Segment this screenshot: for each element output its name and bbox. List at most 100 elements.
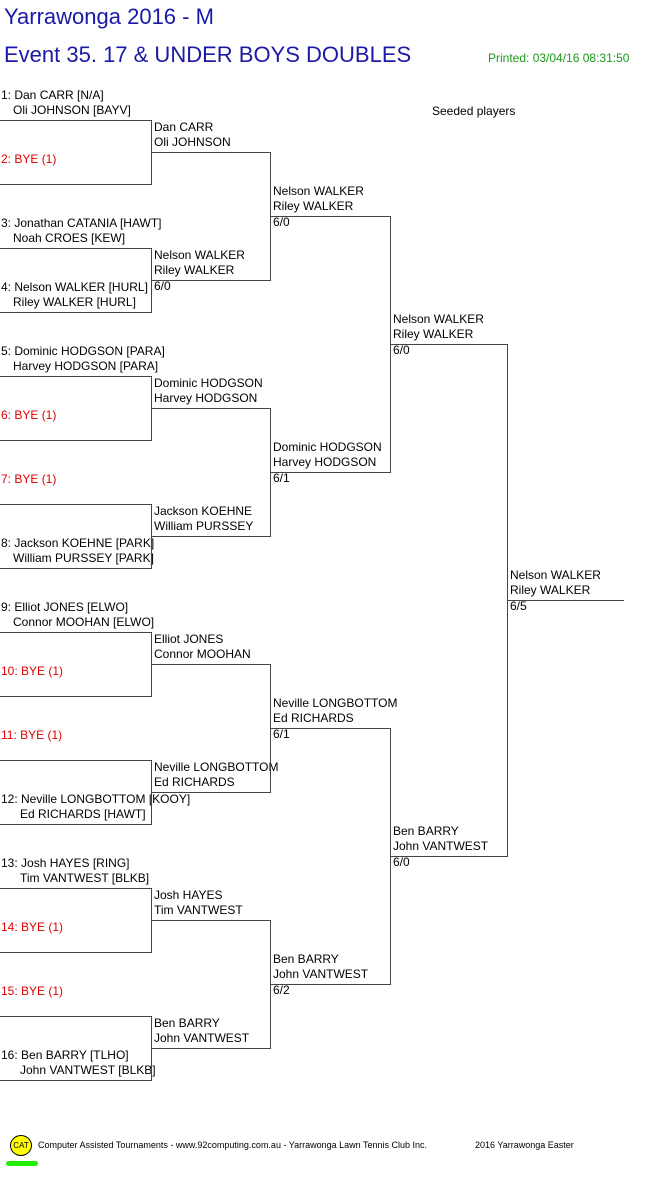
entry-line2: Riley WALKER [HURL] bbox=[13, 295, 136, 309]
entry-line2: Oli JOHNSON [BAYV] bbox=[13, 103, 131, 117]
draw-line bbox=[0, 184, 152, 185]
entry-line1: 10: BYE (1) bbox=[1, 664, 64, 678]
winner-player2: Harvey HODGSON bbox=[154, 391, 258, 405]
draw-line bbox=[270, 216, 391, 217]
event-title: Event 35. 17 & UNDER BOYS DOUBLES bbox=[4, 42, 412, 67]
draw-line bbox=[270, 984, 391, 985]
winner-player2: Riley WALKER bbox=[510, 583, 591, 597]
draw-line bbox=[0, 824, 152, 825]
tournament-title: Yarrawonga 2016 - M bbox=[4, 4, 214, 29]
entry-line1: 9: Elliot JONES [ELWO] bbox=[1, 600, 129, 614]
draw-line bbox=[0, 696, 152, 697]
footer-tournament: 2016 Yarrawonga Easter bbox=[475, 1140, 574, 1150]
printed-timestamp: Printed: 03/04/16 08:31:50 bbox=[488, 51, 630, 65]
winner-player2: Riley WALKER bbox=[273, 199, 354, 213]
winner-player2: Harvey HODGSON bbox=[273, 455, 377, 469]
winner-player1: Josh HAYES bbox=[154, 888, 223, 902]
winner-player2: John VANTWEST bbox=[273, 967, 369, 981]
draw-line bbox=[0, 1016, 152, 1017]
draw-line bbox=[151, 920, 271, 921]
winner-player1: Ben BARRY bbox=[273, 952, 339, 966]
winner-player1: Ben BARRY bbox=[154, 1016, 220, 1030]
winner-player2: Riley WALKER bbox=[393, 327, 474, 341]
draw-line bbox=[0, 120, 152, 121]
entry-line1: 5: Dominic HODGSON [PARA] bbox=[1, 344, 165, 358]
winner-player2: John VANTWEST bbox=[393, 839, 489, 853]
draw-line bbox=[390, 344, 508, 345]
entry-line1: 3: Jonathan CATANIA [HAWT] bbox=[1, 216, 162, 230]
entry-line1: 4: Nelson WALKER [HURL] bbox=[1, 280, 148, 294]
draw-line bbox=[151, 664, 271, 665]
draw-line bbox=[0, 248, 152, 249]
footer-credit: Computer Assisted Tournaments - www.92co… bbox=[38, 1140, 428, 1150]
draw-line bbox=[151, 152, 271, 153]
cat-logo-icon: CAT bbox=[10, 1135, 32, 1156]
entry-line1: 13: Josh HAYES [RING] bbox=[1, 856, 130, 870]
draw-line bbox=[0, 632, 152, 633]
winner-player2: Riley WALKER bbox=[154, 263, 235, 277]
winner-player2: Ed RICHARDS bbox=[154, 775, 235, 789]
draw-line bbox=[0, 504, 152, 505]
draw-line bbox=[0, 376, 152, 377]
draw-line bbox=[270, 728, 391, 729]
match-score: 6/1 bbox=[273, 727, 290, 741]
entry-line2: Tim VANTWEST [BLKB] bbox=[20, 871, 150, 885]
entry-line1: 1: Dan CARR [N/A] bbox=[1, 88, 104, 102]
winner-player2: Oli JOHNSON bbox=[154, 135, 231, 149]
match-score: 6/0 bbox=[393, 343, 410, 357]
entry-line1: 8: Jackson KOEHNE [PARK] bbox=[1, 536, 155, 550]
winner-player1: Elliot JONES bbox=[154, 632, 224, 646]
draw-line bbox=[0, 312, 152, 313]
winner-player1: Neville LONGBOTTOM bbox=[273, 696, 398, 710]
winner-player1: Nelson WALKER bbox=[273, 184, 364, 198]
winner-player1: Dominic HODGSON bbox=[154, 376, 263, 390]
entry-line1: 12: Neville LONGBOTTOM [KOOY] bbox=[1, 792, 191, 806]
match-score: 6/5 bbox=[510, 599, 527, 613]
draw-line bbox=[151, 536, 271, 537]
draw-line bbox=[0, 888, 152, 889]
entry-line2: Connor MOOHAN [ELWO] bbox=[13, 615, 155, 629]
winner-player1: Dan CARR bbox=[154, 120, 214, 134]
winner-player1: Dominic HODGSON bbox=[273, 440, 382, 454]
draw-line bbox=[0, 952, 152, 953]
winner-player1: Nelson WALKER bbox=[154, 248, 245, 262]
entry-line1: 16: Ben BARRY [TLHO] bbox=[1, 1048, 129, 1062]
winner-player2: William PURSSEY bbox=[154, 519, 254, 533]
match-score: 6/0 bbox=[393, 855, 410, 869]
draw-line bbox=[151, 408, 271, 409]
draw-line bbox=[0, 1080, 152, 1081]
winner-player2: Ed RICHARDS bbox=[273, 711, 354, 725]
winner-player2: Connor MOOHAN bbox=[154, 647, 251, 661]
winner-player1: Nelson WALKER bbox=[510, 568, 601, 582]
draw-line bbox=[0, 440, 152, 441]
draw-line bbox=[270, 472, 391, 473]
entry-line1: 2: BYE (1) bbox=[1, 152, 57, 166]
logo-underline bbox=[6, 1161, 38, 1166]
winner-player1: Neville LONGBOTTOM bbox=[154, 760, 279, 774]
entry-line1: 14: BYE (1) bbox=[1, 920, 64, 934]
entry-line2: John VANTWEST [BLKB] bbox=[20, 1063, 156, 1077]
draw-line bbox=[0, 568, 152, 569]
entry-line1: 6: BYE (1) bbox=[1, 408, 57, 422]
draw-line bbox=[0, 760, 152, 761]
entry-line2: Harvey HODGSON [PARA] bbox=[13, 359, 159, 373]
draw-line bbox=[151, 280, 271, 281]
entry-line2: William PURSSEY [PARK] bbox=[13, 551, 154, 565]
entry-line1: 7: BYE (1) bbox=[1, 472, 57, 486]
entry-line1: 11: BYE (1) bbox=[1, 728, 63, 742]
match-score: 6/0 bbox=[154, 279, 171, 293]
draw-line bbox=[507, 600, 624, 601]
winner-player2: Tim VANTWEST bbox=[154, 903, 243, 917]
seeded-players-label: Seeded players bbox=[432, 104, 516, 118]
entry-line2: Ed RICHARDS [HAWT] bbox=[20, 807, 146, 821]
winner-player2: John VANTWEST bbox=[154, 1031, 250, 1045]
draw-line bbox=[151, 792, 271, 793]
winner-player1: Nelson WALKER bbox=[393, 312, 484, 326]
draw-line bbox=[151, 1048, 271, 1049]
entry-line1: 15: BYE (1) bbox=[1, 984, 64, 998]
match-score: 6/0 bbox=[273, 215, 290, 229]
winner-player1: Jackson KOEHNE bbox=[154, 504, 253, 518]
draw-line bbox=[390, 856, 508, 857]
match-score: 6/2 bbox=[273, 983, 290, 997]
